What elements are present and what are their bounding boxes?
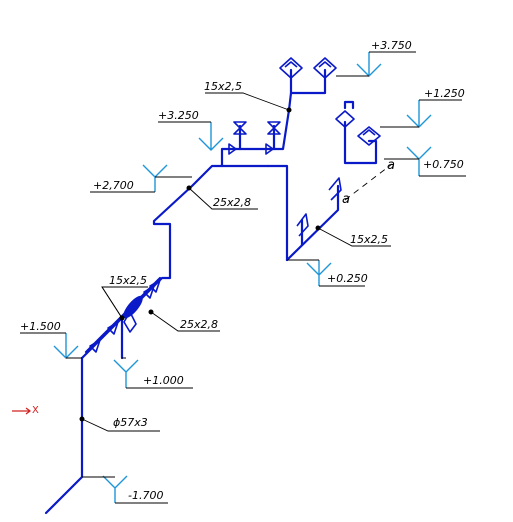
axis-indicator: X — [12, 405, 39, 416]
right-valve-2-icon — [296, 213, 309, 237]
lower-valve-1-icon — [89, 339, 101, 353]
right-valve-1-icon — [328, 177, 342, 201]
section-mark-a2: a — [387, 158, 395, 173]
level-mark-e5 — [142, 164, 168, 192]
arrow-fitting-1-icon — [228, 143, 237, 155]
arrow-fitting-2-icon — [265, 143, 274, 155]
size-label-s4: 15x2,5 — [109, 274, 147, 287]
level-mark-e6 — [306, 260, 332, 286]
lower-valve-4-icon — [149, 279, 161, 293]
meter-valve-icon — [123, 311, 137, 333]
far-right-branch — [343, 100, 378, 165]
right-branch-diagonal — [285, 184, 340, 262]
fittings — [89, 57, 381, 353]
elevation-label-e7: +1.500 — [20, 320, 61, 333]
flow-meter-icon — [123, 295, 143, 319]
lower-valve-2-icon — [107, 321, 119, 335]
elevation-label-e5: +2,700 — [93, 179, 134, 192]
level-mark-e8 — [113, 359, 139, 388]
lower-valve-3-icon — [143, 285, 155, 299]
riser-diagonal — [120, 164, 270, 320]
right-fitting-2-icon — [357, 126, 381, 146]
inlet-pipe — [44, 356, 84, 515]
size-label-s2: 25x2,8 — [213, 196, 251, 209]
size-label-s3: 15x2,5 — [350, 233, 388, 246]
elevation-label-e2: +3.250 — [158, 109, 199, 122]
elevation-label-e8: +1.000 — [143, 374, 184, 387]
elevation-label-e1: +3.750 — [371, 39, 412, 52]
level-mark-e1 — [356, 52, 382, 77]
right-fitting-1-icon — [335, 110, 355, 128]
elevation-label-e6: +0.250 — [327, 272, 368, 285]
size-label-s1: 15x2,5 — [204, 80, 242, 93]
level-marks — [20, 51, 466, 504]
section-mark-a1: a — [342, 192, 350, 207]
elevation-label-e9: -1.700 — [128, 489, 163, 502]
right-branch-riser — [266, 164, 289, 262]
size-leaders — [79, 92, 391, 432]
axis-arrow-icon — [12, 407, 31, 415]
level-mark-e7 — [53, 333, 79, 359]
section-line — [344, 163, 393, 201]
valve-1-icon — [233, 121, 247, 135]
level-mark-e3 — [406, 100, 432, 128]
level-mark-e2 — [198, 122, 224, 151]
valve-2-icon — [267, 121, 281, 135]
size-label-s6: ϕ57x3 — [113, 416, 148, 429]
axis-label: X — [32, 405, 39, 416]
elevation-label-e3: +1.250 — [424, 87, 465, 100]
elevation-label-e4: +0.750 — [423, 158, 464, 171]
top-fitting-2-icon — [313, 57, 337, 79]
top-fitting-1-icon — [279, 57, 303, 79]
size-label-s5: 25x2,8 — [180, 318, 218, 331]
level-mark-e9 — [102, 475, 128, 503]
labels: +3.750 +3.250 +1.250 +0.750 +2,700 +0.25… — [20, 39, 465, 502]
